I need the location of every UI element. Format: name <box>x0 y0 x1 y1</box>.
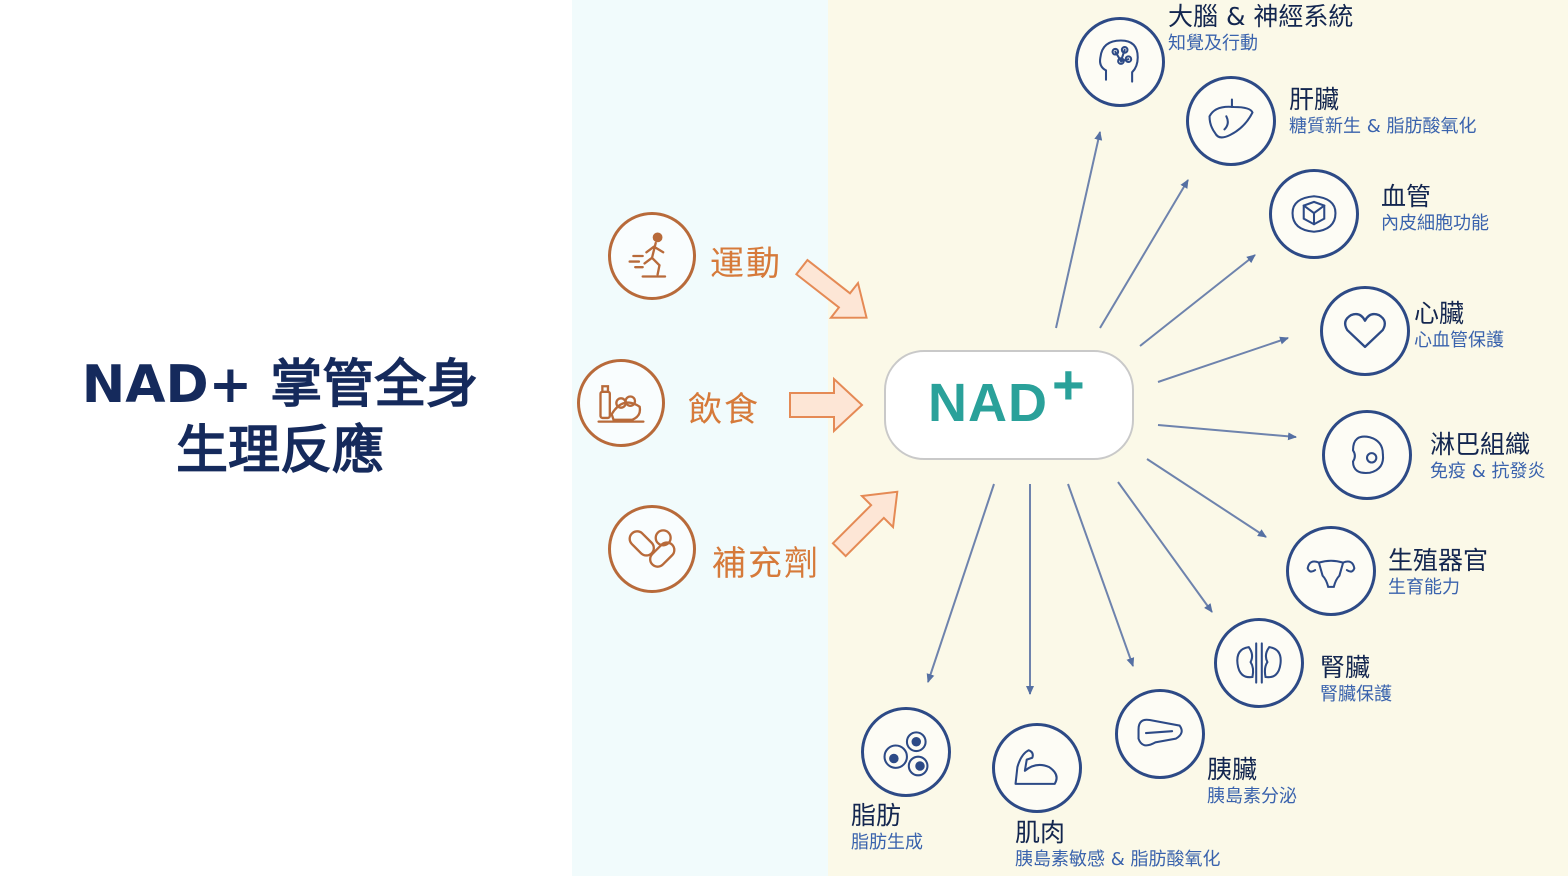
output-title-vessel: 血管 <box>1381 182 1432 211</box>
output-title-kidney: 腎臟 <box>1320 653 1371 682</box>
nad-center-box <box>884 350 1134 460</box>
output-arrow-fat <box>926 483 995 683</box>
lymph-node-icon <box>1351 435 1385 474</box>
output-title-pancreas: 胰臟 <box>1207 755 1258 784</box>
output-subtitle-lymph: 免疫 & 抗發炎 <box>1430 461 1546 482</box>
uterus-icon <box>1306 559 1356 588</box>
input-label-diet: 飲食 <box>688 390 760 430</box>
output-label-liver: 肝臟 糖質新生 & 脂肪酸氧化 <box>1289 85 1476 139</box>
output-label-lymph: 淋巴組織 免疫 & 抗發炎 <box>1430 430 1545 484</box>
liver-circle <box>1186 76 1276 166</box>
heart-circle <box>1320 286 1410 376</box>
output-subtitle-brain: 知覺及行動 <box>1168 33 1258 54</box>
output-subtitle-heart: 心血管保護 <box>1414 330 1504 351</box>
fat-circle <box>861 707 951 797</box>
output-label-vessel: 血管 內皮細胞功能 <box>1381 182 1489 236</box>
output-arrow-kidney <box>1117 481 1213 613</box>
output-subtitle-vessel: 內皮細胞功能 <box>1381 213 1489 234</box>
output-arrow-liver <box>1099 179 1189 329</box>
output-label-kidney: 腎臟 腎臟保護 <box>1320 653 1392 707</box>
input-label-supplement: 補充劑 <box>712 544 820 584</box>
output-arrow-lymph <box>1157 424 1297 441</box>
kidney-icon <box>1236 642 1282 684</box>
pancreas-circle <box>1115 689 1205 779</box>
brain-head-icon <box>1099 39 1139 83</box>
output-label-reproductive: 生殖器官 生育能力 <box>1388 546 1488 600</box>
output-subtitle-pancreas: 胰島素分泌 <box>1207 786 1297 807</box>
output-arrow-brain <box>1055 131 1103 329</box>
output-title-reproductive: 生殖器官 <box>1388 546 1489 575</box>
output-arrow-vessel <box>1139 254 1256 347</box>
output-label-fat: 脂肪 脂肪生成 <box>851 801 923 855</box>
output-subtitle-reproductive: 生育能力 <box>1388 577 1460 598</box>
output-subtitle-kidney: 腎臟保護 <box>1320 684 1392 705</box>
food-groceries-icon <box>597 385 645 423</box>
headline: NAD+ 掌管全身 生理反應 <box>40 352 520 484</box>
lymph-circle <box>1322 410 1412 500</box>
liver-icon <box>1208 98 1254 139</box>
output-title-liver: 肝臟 <box>1289 85 1340 114</box>
diet-circle <box>577 359 665 447</box>
output-label-heart: 心臟 心血管保護 <box>1414 299 1504 353</box>
output-arrow-pancreas <box>1067 483 1135 667</box>
brain-circle <box>1075 17 1165 107</box>
output-title-lymph: 淋巴組織 <box>1430 430 1531 459</box>
output-label-muscle: 肌肉 胰島素敏感 & 脂肪酸氧化 <box>1015 818 1220 872</box>
output-subtitle-liver: 糖質新生 & 脂肪酸氧化 <box>1289 116 1477 137</box>
nad-center-text: NAD <box>928 373 1048 433</box>
output-subtitle-fat: 脂肪生成 <box>851 832 923 853</box>
headline-line-2: 生理反應 <box>175 421 384 481</box>
output-title-heart: 心臟 <box>1414 299 1465 328</box>
muscle-arm-icon <box>1014 749 1058 785</box>
output-arrow-reproductive <box>1146 458 1267 538</box>
output-title-fat: 脂肪 <box>851 801 902 830</box>
output-title-muscle: 肌肉 <box>1015 818 1066 847</box>
reproductive-circle <box>1286 526 1376 616</box>
input-label-exercise: 運動 <box>710 244 782 284</box>
vessel-circle <box>1269 169 1359 259</box>
output-label-brain: 大腦 & 神經系統 知覺及行動 <box>1168 2 1353 56</box>
blood-vessel-icon <box>1291 195 1337 233</box>
input-arrow-supplement <box>831 490 899 558</box>
output-subtitle-muscle: 胰島素敏感 & 脂肪酸氧化 <box>1015 849 1221 870</box>
supplement-circle <box>608 505 696 593</box>
running-person-icon <box>628 232 667 278</box>
muscle-circle <box>992 723 1082 813</box>
output-title-brain: 大腦 & 神經系統 <box>1168 2 1354 31</box>
exercise-circle <box>608 212 696 300</box>
output-arrow-heart <box>1157 336 1289 383</box>
pills-icon <box>628 529 676 568</box>
nad-center-plus: + <box>1052 353 1085 416</box>
heart-icon <box>1344 312 1386 349</box>
kidney-circle <box>1214 618 1304 708</box>
pancreas-icon <box>1137 718 1183 747</box>
input-arrow-exercise <box>794 258 868 319</box>
output-label-pancreas: 胰臟 胰島素分泌 <box>1207 755 1297 809</box>
headline-line-1: NAD+ 掌管全身 <box>81 355 479 415</box>
fat-cells-icon <box>883 731 929 777</box>
input-arrow-diet <box>789 376 864 434</box>
